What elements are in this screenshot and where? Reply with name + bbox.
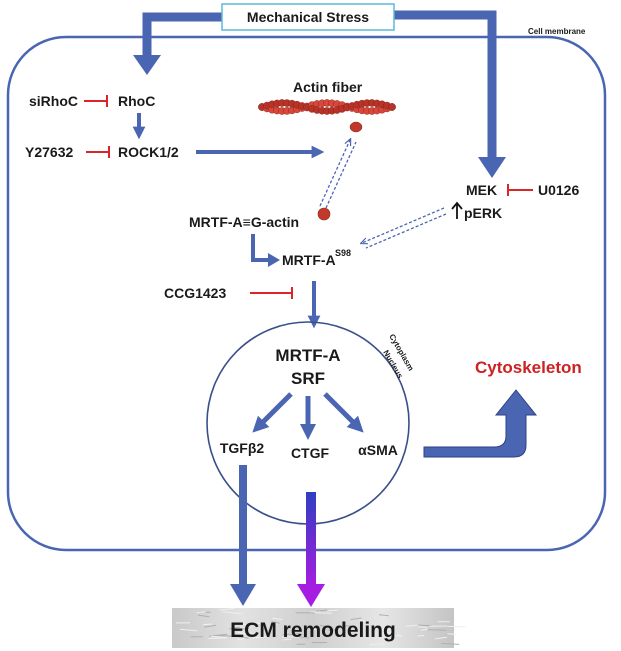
ecm-texture-streak	[298, 636, 310, 639]
cytoskeleton-label: Cytoskeleton	[475, 358, 582, 377]
cell-membrane	[6, 35, 607, 552]
ecm-texture-streak	[405, 624, 418, 627]
ecm-texture-streak	[383, 631, 392, 634]
ecm-texture-streak	[219, 607, 235, 611]
ecm-texture-streak	[420, 628, 429, 631]
ecm-texture-streak	[417, 626, 428, 628]
ecm-texture-streak	[237, 632, 256, 635]
ecm-texture-streak	[197, 614, 210, 618]
ecm-texture-streak	[210, 635, 226, 639]
ecm-texture-streak	[179, 628, 198, 632]
ecm-texture-streak	[309, 628, 318, 631]
ecm-texture-streak	[238, 627, 249, 631]
sirhoc-inhibitor	[84, 95, 108, 107]
ccg1423-inhibitor	[250, 287, 293, 299]
cell-membrane-label: Cell membrane	[528, 27, 586, 36]
mrtf-s98-label: MRTF-A	[282, 252, 336, 268]
ecm-texture-streak	[447, 633, 456, 635]
u0126-label: U0126	[538, 182, 579, 198]
mrtf-s98-superscript: S98	[335, 248, 351, 258]
stress-arrow-left	[133, 12, 228, 75]
actin-fiber-label: Actin fiber	[293, 79, 363, 95]
ecm-texture-streak	[196, 611, 206, 613]
ecm-texture-streak	[350, 617, 362, 621]
to-tgfb2-arrow	[252, 392, 293, 433]
ecm-texture-streak	[252, 635, 268, 639]
mrtf-g-actin-label: MRTF-A≡G-actin	[189, 214, 299, 230]
ecm-texture-streak	[202, 623, 213, 626]
ecm-texture-streak	[271, 621, 280, 624]
tgfb2-to-ecm-arrow	[230, 465, 256, 606]
u0126-inhibitor	[507, 184, 533, 196]
stress-arrow-right	[390, 10, 506, 178]
g-actin-bead	[317, 207, 331, 221]
ecm-texture-streak	[229, 626, 240, 630]
ecm-texture-streak	[327, 609, 338, 612]
mechanical-stress-box	[221, 3, 395, 31]
actin-subunit	[349, 121, 363, 133]
mek-label: MEK	[466, 182, 497, 198]
ecm-texture-streak	[426, 629, 447, 631]
ecm-texture-streak	[222, 611, 242, 615]
ecm-texture-streak	[270, 622, 279, 625]
ecm-texture-streak	[282, 633, 299, 636]
rock-label: ROCK1/2	[118, 144, 179, 160]
srf-label: SRF	[291, 369, 325, 388]
ecm-texture-streak	[441, 642, 460, 645]
ecm-texture	[175, 607, 466, 646]
mechanical-stress-label: Mechanical Stress	[247, 9, 369, 25]
ecm-texture-streak	[418, 624, 432, 627]
ecm-texture-streak	[237, 637, 246, 641]
perk-up-arrow	[451, 201, 463, 219]
rhoc-label: RhoC	[118, 93, 155, 109]
ecm-texture-streak	[250, 621, 261, 624]
actin-bead	[388, 103, 396, 111]
ecm-texture-streak	[243, 623, 257, 625]
ecm-texture-streak	[204, 624, 216, 628]
ecm-texture-streak	[417, 635, 425, 637]
ecm-texture-streak	[283, 638, 292, 641]
g-actin-exchange-arrows	[319, 140, 357, 209]
ctgf-to-ecm-arrow	[297, 492, 325, 607]
ecm-texture-streak	[359, 619, 368, 623]
y27632-inhibitor	[86, 146, 110, 158]
perk-label: pERK	[464, 205, 502, 221]
ecm-texture-streak	[238, 636, 249, 639]
to-asma-arrow	[323, 392, 364, 433]
ecm-texture-streak	[319, 624, 328, 628]
ccg1423-label: CCG1423	[164, 285, 226, 301]
sirhoc-label: siRhoC	[29, 93, 78, 109]
ecm-remodeling-label: ECM remodeling	[230, 619, 396, 642]
tgfb2-label: TGFβ2	[220, 440, 265, 456]
asma-to-cytoskeleton-arrow	[423, 389, 538, 458]
ecm-texture-streak	[379, 614, 389, 617]
y27632-label: Y27632	[25, 144, 73, 160]
ecm-texture-streak	[435, 636, 447, 640]
mrtf-nuclear-label: MRTF-A	[275, 346, 340, 365]
ecm-texture-streak	[369, 643, 385, 646]
actin-fiber-filament	[258, 99, 396, 133]
perk-to-mrtf-arrow	[362, 207, 447, 249]
mrtf-complex-to-s98-arrow	[251, 234, 280, 267]
ecm-texture-streak	[315, 609, 328, 612]
asma-label: αSMA	[358, 442, 398, 458]
ctgf-label: CTGF	[291, 445, 330, 461]
ecm-remodeling-band	[172, 608, 454, 648]
ecm-texture-streak	[272, 617, 283, 620]
